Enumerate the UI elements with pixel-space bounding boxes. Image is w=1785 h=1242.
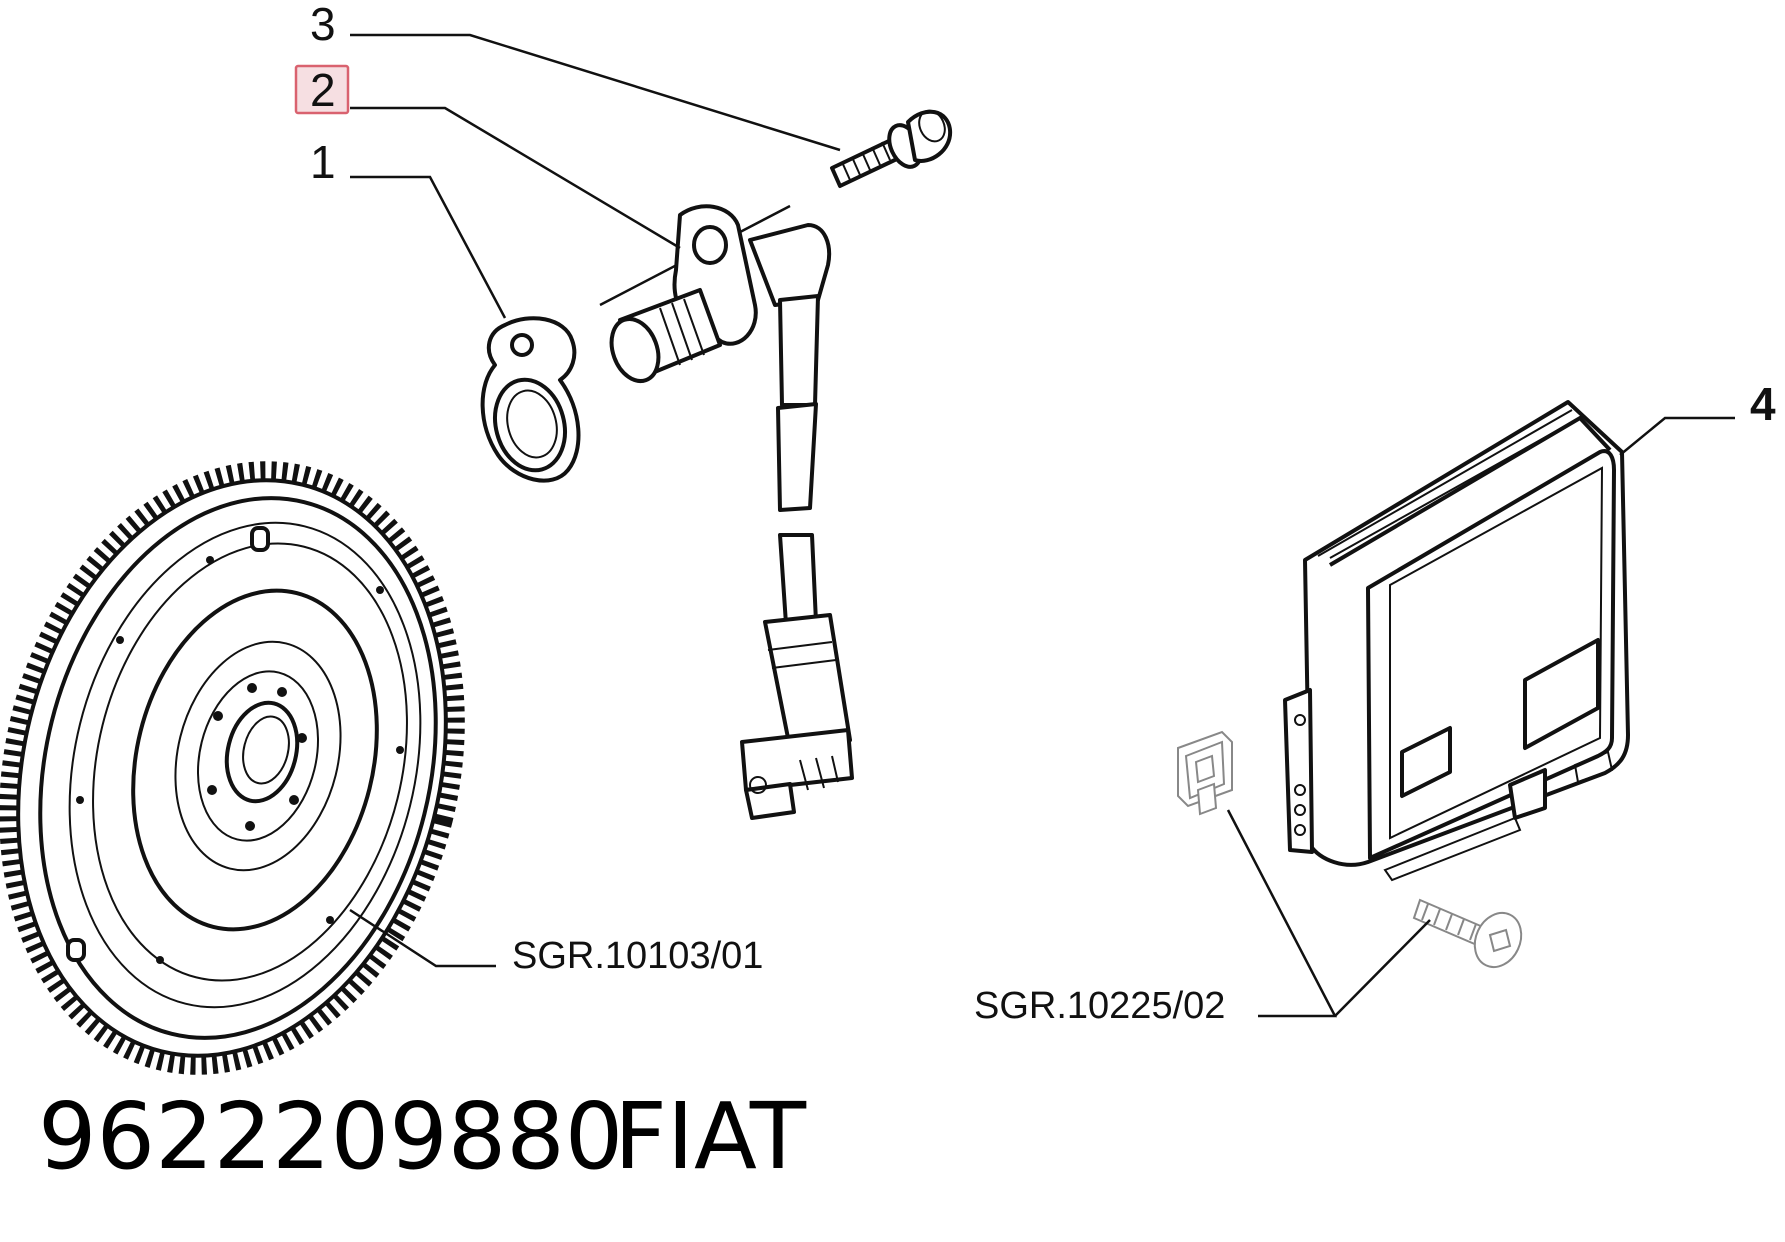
ecu-screw-drawing xyxy=(1412,898,1523,969)
callout-4: 4 xyxy=(1750,378,1776,430)
leader-line-3 xyxy=(350,33,841,152)
flywheel-leader-line xyxy=(349,908,496,968)
callout-3: 3 xyxy=(310,0,336,50)
ecu-fasteners-group-ref: SGR.10225/02 xyxy=(974,985,1225,1027)
caption-part-number: 9622209880 xyxy=(38,1083,623,1190)
callout-2-highlight-border xyxy=(294,64,350,115)
flywheel-group-ref: SGR.10103/01 xyxy=(512,935,763,977)
flywheel-drawing xyxy=(0,461,465,1075)
leader-line-2 xyxy=(350,106,681,250)
callout-2[interactable]: 2 xyxy=(310,64,336,116)
leader-line-4 xyxy=(1619,416,1735,456)
caption-brand: FIAT xyxy=(614,1083,807,1190)
crankshaft-sensor-drawing xyxy=(599,204,854,820)
ecu-clip-drawing xyxy=(1177,730,1233,816)
leader-line-1 xyxy=(350,175,507,319)
gasket-drawing xyxy=(480,316,581,483)
ecu-screw-leader-line xyxy=(1334,919,1431,1017)
callout-2-highlight[interactable] xyxy=(296,66,348,113)
callout-1: 1 xyxy=(310,136,336,188)
ecu-drawing xyxy=(1283,400,1630,882)
bolt-drawing xyxy=(830,109,953,188)
